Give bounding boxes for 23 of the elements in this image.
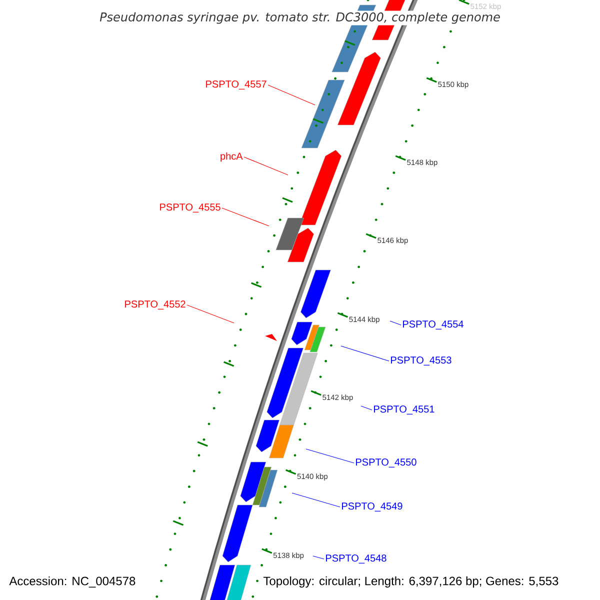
leader-line: [268, 84, 316, 106]
gene-label: PSPTO_4549: [342, 502, 402, 512]
gene-label: PSPTO_4554: [403, 320, 464, 330]
leader-line: [222, 208, 270, 226]
topology-text: Topology: circular; Length: 6,397,126 bp; Genes: 5,553: [263, 576, 558, 588]
leader-line: [360, 406, 372, 410]
leader-line: [244, 156, 288, 176]
leader-line: [186, 304, 234, 324]
gene-label: PSPTO_4552: [125, 300, 186, 310]
title: Pseudomonas syringae pv. tomato str. DC3000, complete genome: [98, 10, 502, 26]
leader-line: [312, 556, 324, 560]
gene-label: phcA: [220, 152, 243, 162]
leader-line: [390, 320, 402, 326]
gene-label: PSPTO_4557: [206, 80, 266, 90]
gene-label: PSPTO_4548: [326, 554, 386, 564]
leader-line: [340, 346, 390, 362]
gene-label: PSPTO_4553: [391, 356, 452, 366]
gene-label: PSPTO_4550: [356, 458, 416, 468]
leader-line: [306, 448, 354, 464]
leader-line: [292, 492, 340, 508]
accession-text: Accession: NC_004578: [9, 576, 136, 588]
gene-label: PSPTO_4551: [374, 406, 434, 414]
gene-label: PSPTO_4555: [160, 204, 220, 212]
